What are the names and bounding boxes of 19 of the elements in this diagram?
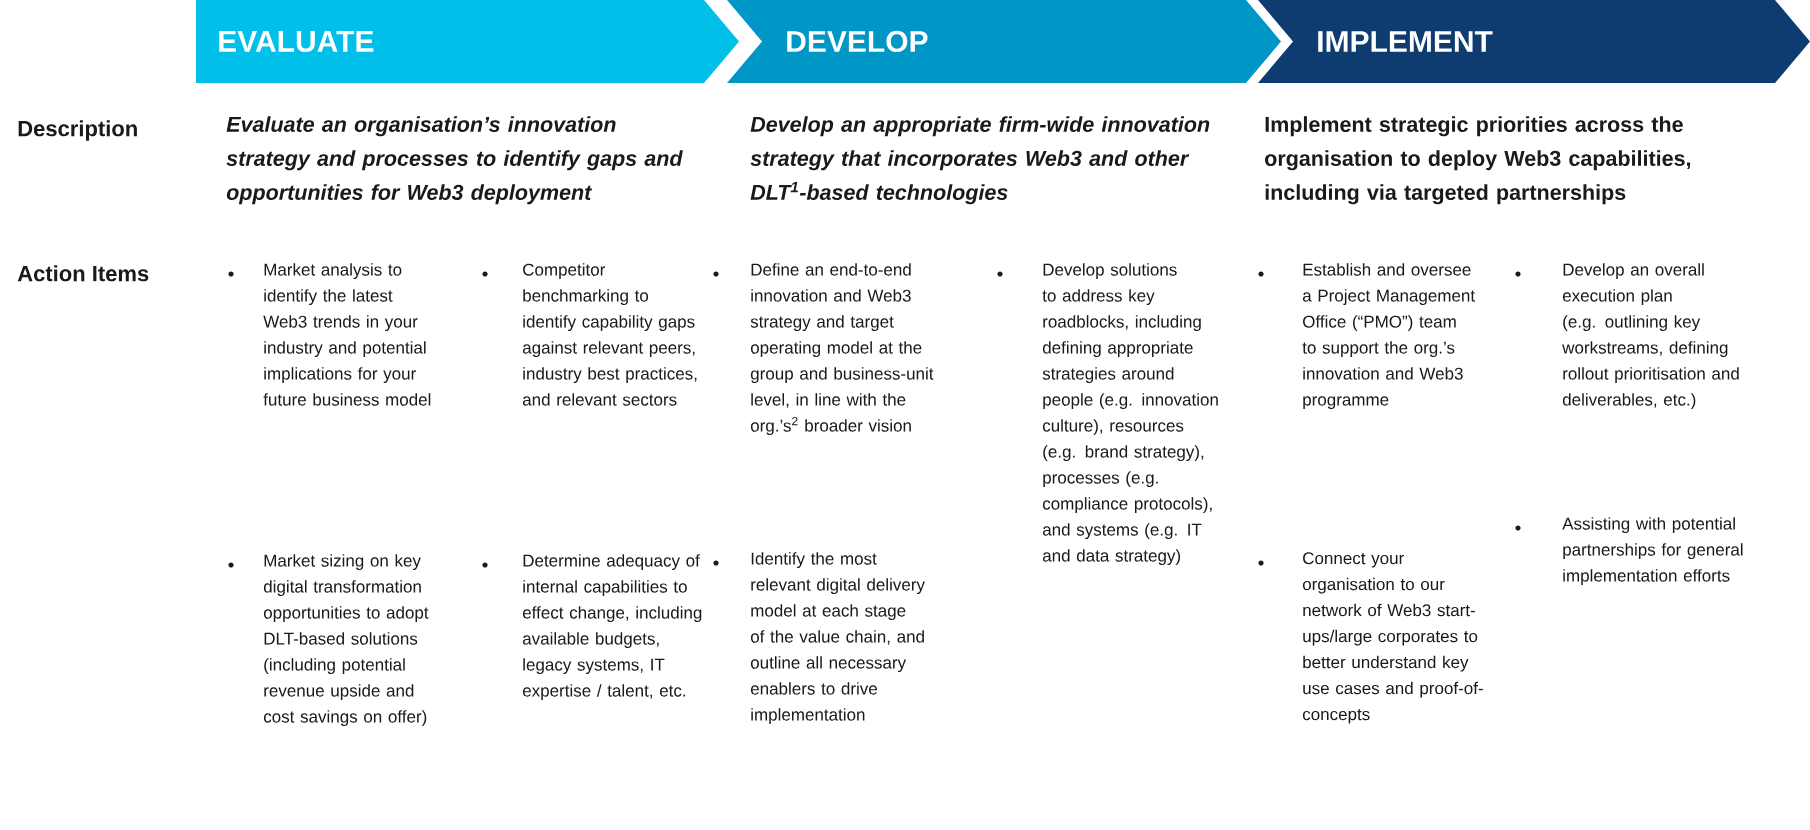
action-item: Define an end-to-end innovation and Web3 strategy and target operating model at the group and business-unit level, in line with the org.’s$^{2}$ broader vision xyxy=(750,263,934,436)
chevron-band: DEVELOP xyxy=(727,0,1281,83)
chevron-band: IMPLEMENT xyxy=(1258,0,1810,83)
action-item: Assisting with potential partnerships for general implementation efforts xyxy=(1562,517,1743,586)
action-item: Market analysis to identify the latest Web3 trends in your industry and potential implications for your future business model xyxy=(263,263,431,406)
description-text: Develop an appropriate firm-wide innovation strategy that incorporates Web3 and other DLT$^{1}$-based technologies xyxy=(750,116,1210,205)
action-item: Connect your organisation to our network of Web3 start-ups/large corporates to better understand key use cases and proof-of-concepts xyxy=(1302,552,1483,724)
chevron-band: EVALUATE xyxy=(196,0,739,83)
action-item: Determine adequacy of internal capabilities to effect change, including available budgets, legacy systems, IT expertise / talent, etc. xyxy=(522,554,702,701)
action-item: Develop an overall execution plan (e.g. outlining key workstreams, defining rollout prioritisation and deliverables, etc.) xyxy=(1562,263,1739,409)
action-item: Develop solutions to address key roadblocks, including defining appropriate strategies around people (e.g. innovation culture), resources (e.g. brand strategy), processes (e.g. compliance protocols), and systems (e.g. IT and data strategy) xyxy=(1042,263,1218,566)
row-heading: Action Items xyxy=(17,265,149,282)
action-item: Competitor benchmarking to identify capability gaps against relevant peers, industry best practices, and relevant sectors xyxy=(522,263,697,406)
description-text: Implement strategic priorities across the organisation to deploy Web3 capabilities, including via targeted partnerships xyxy=(1265,116,1691,205)
action-item: Establish and oversee a Project Management Office (“PMO”) team to support the org.’s innovation and Web3 programme xyxy=(1302,263,1475,410)
row-heading: Description xyxy=(18,120,137,141)
action-item: Market sizing on key digital transformation opportunities to adopt DLT-based solutions (including potential revenue upside and cost savings on offer) xyxy=(263,554,429,727)
action-item: Identify the most relevant digital delivery model at each stage of the value chain, and outline all necessary enablers to drive implementation xyxy=(750,552,925,725)
description-text: Evaluate an organisation’s innovation strategy and processes to identify gaps and opportunities for Web3 deployment xyxy=(226,116,683,205)
